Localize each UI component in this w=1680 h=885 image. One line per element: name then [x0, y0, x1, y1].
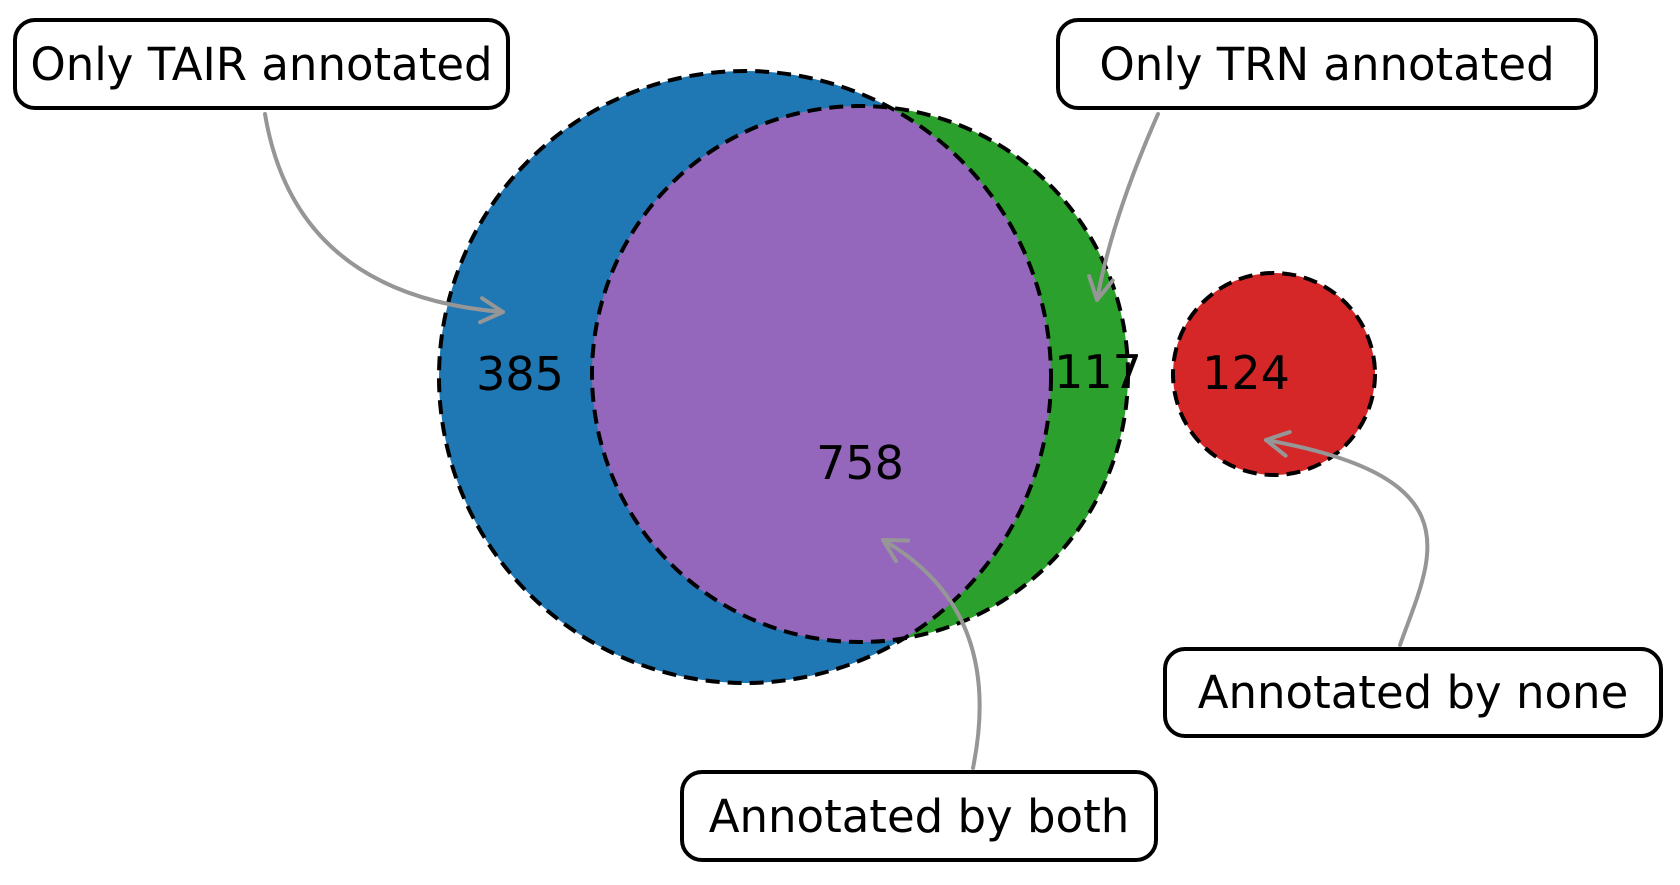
callout-none-label: Annotated by none: [1197, 666, 1629, 719]
callout-trn-only-label: Only TRN annotated: [1099, 37, 1555, 91]
callout-tair-only-label: Only TAIR annotated: [30, 37, 493, 91]
callout-none: Annotated by none: [1163, 647, 1663, 738]
count-none: 124: [1202, 346, 1290, 400]
tair-circle-edge: [437, 69, 1053, 685]
callout-trn-only: Only TRN annotated: [1056, 18, 1598, 110]
arrow-to-tair-only: [263, 112, 505, 325]
callout-tair-only: Only TAIR annotated: [13, 18, 510, 110]
count-trn-only: 117: [1054, 345, 1142, 399]
callout-both-label: Annotated by both: [708, 789, 1130, 843]
both-overlap-fill: [592, 105, 1051, 643]
none-circle: [1171, 271, 1377, 477]
trn-circle-edge: [590, 104, 1130, 644]
count-both: 758: [816, 436, 904, 490]
count-tair-only: 385: [476, 347, 564, 401]
callout-both: Annotated by both: [680, 770, 1158, 862]
arrow-to-trn-only: [1087, 112, 1160, 302]
arrow-to-none: [1264, 430, 1430, 647]
arrow-to-both: [881, 538, 982, 770]
